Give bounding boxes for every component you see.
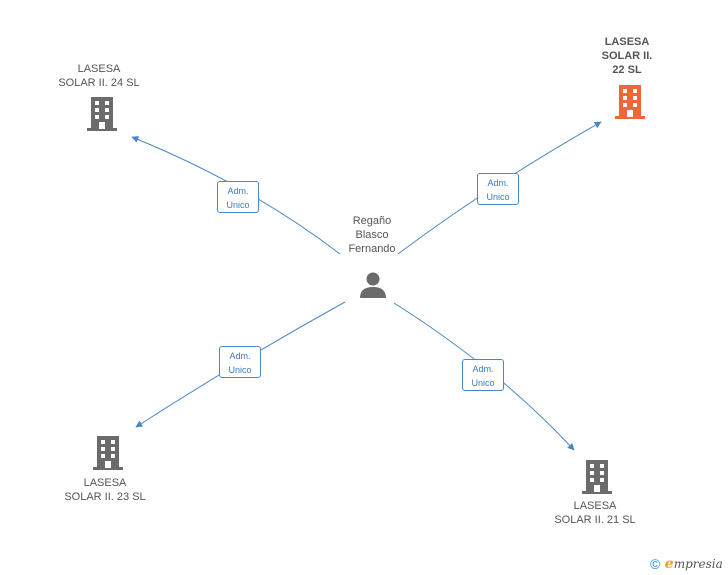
company-name-line: SOLAR II.: [601, 50, 653, 62]
role-badge-c21[interactable]: Adm. Unico: [462, 359, 504, 391]
company-name-line: SOLAR II. 21 SL: [554, 514, 636, 526]
person-name-line: Blasco: [355, 229, 389, 241]
building-icon[interactable]: [581, 460, 613, 494]
company-name-line: 22 SL: [612, 64, 642, 76]
role-badge-line: Unico: [486, 192, 510, 202]
person-name[interactable]: Regaño Blasco Fernando: [332, 214, 412, 256]
person-icon[interactable]: [358, 270, 388, 300]
role-badge-line: Adm.: [472, 364, 494, 374]
brand-initial: e: [664, 555, 674, 572]
company-c23-label[interactable]: LASESA SOLAR II. 23 SL: [55, 476, 155, 504]
role-badge-line: Adm.: [229, 351, 251, 361]
building-icon[interactable]: [92, 436, 124, 470]
company-c22-label[interactable]: LASESA SOLAR II. 22 SL: [582, 35, 672, 77]
building-icon[interactable]: [86, 97, 118, 131]
brand-logo: empresia: [664, 555, 723, 572]
role-badge-line: Unico: [228, 365, 252, 375]
brand-footer[interactable]: © empresia: [650, 555, 723, 573]
company-name-line: LASESA: [573, 500, 617, 512]
company-name-line: LASESA: [604, 36, 650, 48]
role-badge-line: Adm.: [227, 186, 249, 196]
copyright-symbol: ©: [650, 555, 661, 572]
role-badge-line: Unico: [471, 378, 495, 388]
company-name-line: LASESA: [83, 477, 127, 489]
company-name-line: SOLAR II. 23 SL: [64, 491, 146, 503]
company-c24-label[interactable]: LASESA SOLAR II. 24 SL: [49, 62, 149, 90]
role-badge-c24[interactable]: Adm. Unico: [217, 181, 259, 213]
role-badge-line: Adm.: [487, 178, 509, 188]
role-badge-c22[interactable]: Adm. Unico: [477, 173, 519, 205]
company-name-line: LASESA: [77, 63, 121, 75]
building-icon[interactable]: [614, 85, 646, 119]
person-name-line: Fernando: [348, 243, 396, 255]
person-name-line: Regaño: [352, 215, 392, 227]
company-c21-label[interactable]: LASESA SOLAR II. 21 SL: [545, 499, 645, 527]
role-badge-line: Unico: [226, 200, 250, 210]
role-badge-c23[interactable]: Adm. Unico: [219, 346, 261, 378]
brand-rest: mpresia: [673, 556, 723, 571]
company-name-line: SOLAR II. 24 SL: [58, 77, 140, 89]
